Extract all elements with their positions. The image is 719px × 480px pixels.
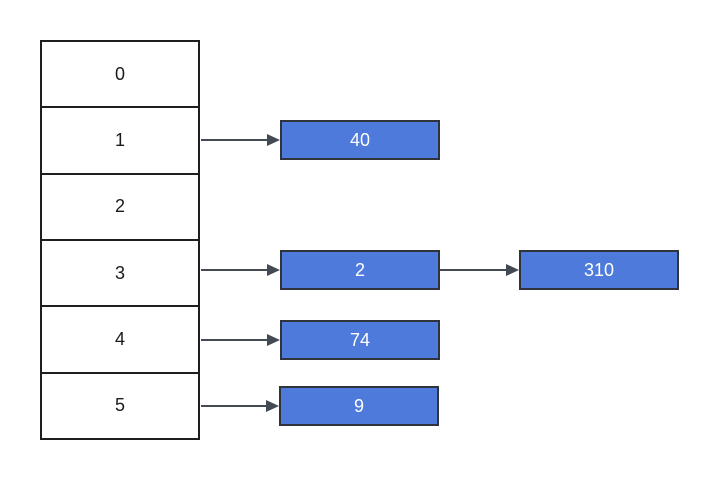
arrowhead-icon (267, 334, 280, 346)
node-value: 310 (583, 259, 615, 280)
connector-arrow-bucket3-next (440, 264, 519, 276)
arrow-shaft (201, 269, 269, 271)
array-cell-5: 5 (42, 374, 198, 438)
array-cell-label: 2 (114, 196, 125, 217)
list-node-bucket5-0: 9 (279, 386, 439, 426)
arrow-shaft (440, 269, 508, 271)
array-cell-0: 0 (42, 42, 198, 109)
arrowhead-icon (267, 134, 280, 146)
arrowhead-icon (266, 400, 279, 412)
array-cell-label: 1 (114, 129, 125, 150)
node-value: 74 (349, 329, 371, 350)
connector-arrow-bucket1 (201, 134, 280, 146)
array-cell-1: 1 (42, 108, 198, 175)
connector-arrow-bucket3 (201, 264, 280, 276)
arrow-shaft (201, 339, 269, 341)
arrowhead-icon (267, 264, 280, 276)
bucket-array: 0 1 2 3 4 5 (40, 40, 200, 440)
array-cell-4: 4 (42, 307, 198, 374)
array-cell-label: 5 (114, 395, 125, 416)
node-value: 9 (353, 395, 364, 416)
array-cell-label: 3 (114, 262, 125, 283)
array-cell-label: 0 (114, 63, 125, 84)
node-value: 2 (354, 259, 365, 280)
arrow-shaft (201, 405, 268, 407)
list-node-bucket3-1: 310 (519, 250, 679, 290)
arrowhead-icon (506, 264, 519, 276)
connector-arrow-bucket4 (201, 334, 280, 346)
array-cell-3: 3 (42, 241, 198, 308)
node-value: 40 (349, 129, 371, 150)
connector-arrow-bucket5 (201, 400, 279, 412)
array-cell-2: 2 (42, 175, 198, 241)
list-node-bucket4-0: 74 (280, 320, 440, 360)
list-node-bucket1-0: 40 (280, 120, 440, 160)
arrow-shaft (201, 139, 269, 141)
list-node-bucket3-0: 2 (280, 250, 440, 290)
array-cell-label: 4 (114, 328, 125, 349)
